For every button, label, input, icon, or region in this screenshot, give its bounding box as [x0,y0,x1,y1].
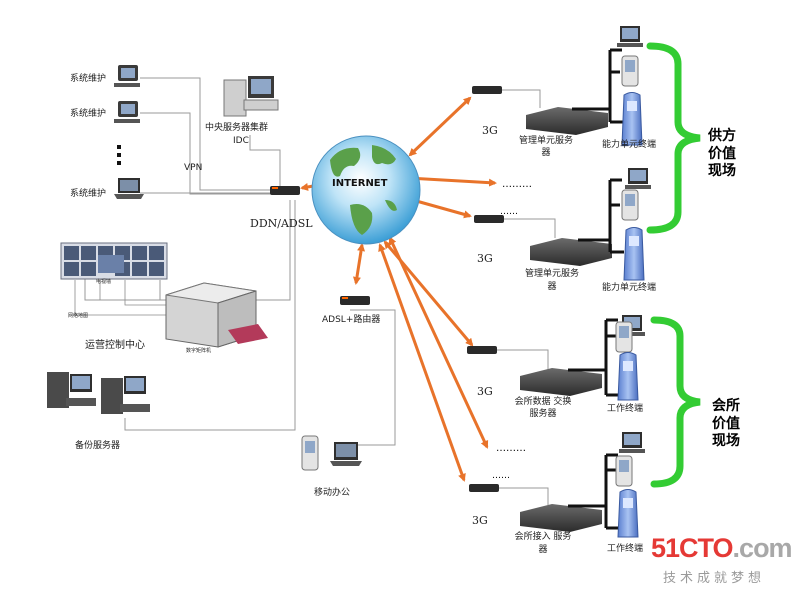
ellipsis-small-lower: …… [492,471,510,481]
ddn-router-icon [270,186,300,195]
club-access-server-icon [520,504,602,532]
central-server-icon [223,76,279,117]
adsl-router-icon [340,296,370,305]
central-idc-label: IDC [233,136,249,146]
ddn-adsl-label: DDN/ADSL [250,217,313,230]
backup-server-label: 备份服务器 [75,441,121,451]
internet-globe [311,135,421,245]
g3-label-2: 3G [477,252,493,265]
maint-label-3: 系统维护 [70,189,107,199]
work-terminal-1-label: 工作终端 [607,404,644,414]
supply-bracket-icon [646,42,701,234]
router-3g-4-icon [469,484,499,492]
supply-line-2: 价值 [708,145,736,162]
adsl-router-label: ADSL+路由器 [322,315,381,325]
matrix-label: 数字矩阵机 [186,348,212,354]
terminal-group-3 [615,315,645,401]
maint-monitor-2-icon [114,101,140,123]
backup-server-icon [47,372,150,414]
watermark-domain: .com [732,533,793,563]
capability-terminal-2-label: 能力单元终端 [602,283,657,293]
mgmt-server-2-label-a: 管理单元服务 [524,269,579,279]
vpn-label: VPN [184,163,203,173]
watermark-logo: 51CTO.com [651,533,793,564]
terminal-group-2 [621,168,651,281]
club-data-server-label-a: 会所数据 交换 [514,397,572,407]
mgmt-server-1-icon [526,107,608,135]
maint-label-2: 系统维护 [70,109,107,119]
club-line-2: 价值 [712,415,740,432]
work-terminal-2-label: 工作终端 [607,544,644,554]
ops-center-label: 运营控制中心 [85,340,145,351]
club-line-1: 会所 [712,398,740,414]
maint-monitor-1-icon [114,65,140,87]
club-line-3: 现场 [712,433,740,449]
terminal-trunk-lines [568,48,624,530]
terminal-group-1 [617,26,643,146]
central-server-label: 中央服务器集群 [205,123,269,133]
matrix-machine-icon [165,282,268,348]
g3-label-1: 3G [482,124,498,137]
maint-laptop-icon [114,178,144,199]
mgmt-server-1-label-b: 器 [541,148,551,158]
ellipsis-lower: ……… [496,443,526,454]
vertical-ellipsis-icon [117,145,121,165]
video-net-label: 网络地图 [68,313,89,319]
club-data-server-icon [520,368,602,396]
g3-label-4: 3G [472,514,488,527]
capability-terminal-1-label: 能力单元终端 [602,140,657,150]
club-bracket-icon [650,316,701,488]
internet-label: INTERNET [332,178,388,189]
right-connection-lines [497,89,556,505]
router-3g-3-icon [467,346,497,354]
video-net-lines [74,280,168,316]
maint-label-1: 系统维护 [70,74,107,84]
ellipsis-small-upper: …… [500,207,518,217]
mgmt-server-1-label-a: 管理单元服务 [518,136,573,146]
watermark-brand: 51CTO [651,533,734,563]
supply-site-label: 供方 价值 现场 [708,128,736,181]
mobile-office-icon [301,435,362,471]
mobile-office-label: 移动办公 [314,488,351,498]
g3-label-3: 3G [477,385,493,398]
supply-line-3: 现场 [708,163,736,179]
video-wall-icon [60,242,168,280]
club-site-label: 会所 价值 现场 [712,398,740,451]
router-3g-1-icon [472,86,502,94]
router-3g-2-icon [474,215,504,223]
supply-line-1: 供方 [708,128,736,144]
watermark-slogan: 技术成就梦想 [663,571,766,586]
ellipsis-upper: ……… [502,179,532,190]
video-wall-label: 电视墙 [96,279,112,285]
club-data-server-label-b: 服务器 [529,409,557,419]
terminal-group-4 [615,432,645,538]
mgmt-server-2-label-b: 器 [547,282,557,292]
club-access-server-label-a: 会所接入 服务 [514,532,572,542]
club-access-server-label-b: 器 [538,545,548,555]
mgmt-server-2-icon [530,238,612,266]
